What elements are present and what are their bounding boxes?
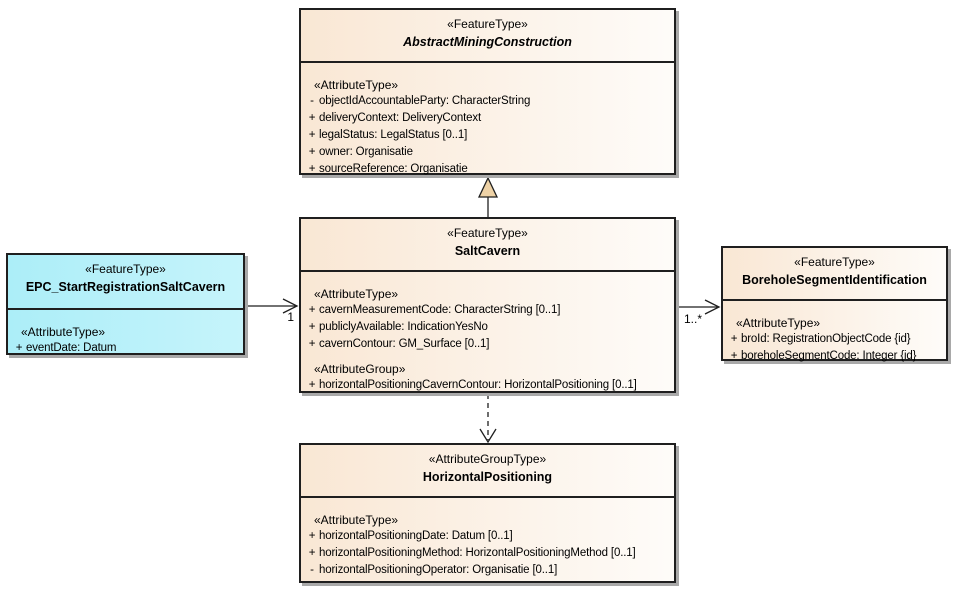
attribute-text: horizontalPositioningCavernContour: Hori…: [319, 379, 637, 391]
stereotype-label: «FeatureType»: [447, 226, 528, 240]
attribute-text: objectIdAccountableParty: CharacterStrin…: [319, 95, 531, 107]
attribute-text: sourceReference: Organisatie: [319, 163, 468, 175]
visibility: +: [308, 379, 316, 391]
class-box-epc-startregistrationsaltcavern[interactable]: «FeatureType» EPC_StartRegistrationSaltC…: [6, 253, 245, 355]
attribute-text: deliveryContext: DeliveryContext: [319, 112, 482, 124]
attribute-text: horizontalPositioningMethod: HorizontalP…: [319, 547, 636, 559]
generalization-triangle-icon: [477, 176, 499, 198]
stereotype-label: «AttributeGroupType»: [428, 452, 547, 466]
class-header: «FeatureType» AbstractMiningConstruction: [301, 10, 674, 63]
stereotype-label: «FeatureType»: [794, 255, 875, 269]
attribute-type-heading: «AttributeType»: [21, 325, 106, 339]
dependency-saltcavern-to-horizontalpositioning[interactable]: [479, 394, 497, 444]
attribute-text: legalStatus: LegalStatus [0..1]: [319, 129, 468, 141]
stereotype-label: «FeatureType»: [447, 17, 528, 31]
attribute-text: publiclyAvailable: IndicationYesNo: [319, 321, 488, 333]
class-box-saltcavern[interactable]: «FeatureType» SaltCavern «AttributeType»…: [299, 217, 676, 393]
class-header: «FeatureType» EPC_StartRegistrationSaltC…: [8, 255, 243, 310]
class-name: AbstractMiningConstruction: [403, 35, 572, 49]
attribute-type-heading: «AttributeType»: [736, 316, 821, 330]
class-header: «AttributeGroupType» HorizontalPositioni…: [301, 445, 674, 498]
open-arrowhead-icon: [704, 299, 721, 315]
attribute-row: +horizontalPositioningMethod: Horizontal…: [301, 545, 674, 562]
attribute-text: horizontalPositioningDate: Datum [0..1]: [319, 530, 513, 542]
attribute-row: +owner: Organisatie: [301, 144, 674, 161]
attribute-text: owner: Organisatie: [319, 146, 413, 158]
attributes-compartment: «AttributeType» +broId: RegistrationObje…: [723, 301, 946, 365]
visibility: +: [308, 146, 316, 158]
class-header: «FeatureType» BoreholeSegmentIdentificat…: [723, 248, 946, 301]
visibility: +: [308, 530, 316, 542]
visibility: +: [15, 342, 23, 354]
attribute-text: cavernMeasurementCode: CharacterString […: [319, 304, 561, 316]
attribute-text: horizontalPositioningOperator: Organisat…: [319, 564, 558, 576]
attributes-compartment: «AttributeType» -objectIdAccountablePart…: [301, 63, 674, 178]
attribute-row: +cavernContour: GM_Surface [0..1]: [301, 336, 674, 353]
multiplicity-label-borehole-target: 1..*: [684, 312, 703, 326]
visibility: +: [308, 338, 316, 350]
attribute-row: +publiclyAvailable: IndicationYesNo: [301, 319, 674, 336]
class-box-boreholesegmentidentification[interactable]: «FeatureType» BoreholeSegmentIdentificat…: [721, 246, 948, 362]
attribute-text: eventDate: Datum: [26, 342, 117, 354]
attribute-row: +deliveryContext: DeliveryContext: [301, 110, 674, 127]
attribute-text: boreholeSegmentCode: Integer {id}: [741, 350, 917, 362]
multiplicity-label-epc-target: 1: [287, 310, 294, 324]
visibility: -: [310, 564, 314, 576]
visibility: +: [730, 350, 738, 362]
attribute-row: +broId: RegistrationObjectCode {id}: [723, 331, 946, 348]
attributes-compartment: «AttributeType» +eventDate: Datum: [8, 310, 243, 357]
visibility: +: [308, 163, 316, 175]
visibility: +: [730, 333, 738, 345]
attribute-row: -objectIdAccountableParty: CharacterStri…: [301, 93, 674, 110]
attribute-row: +cavernMeasurementCode: CharacterString …: [301, 302, 674, 319]
attribute-row: -horizontalPositioningOperator: Organisa…: [301, 562, 674, 579]
attribute-row: +legalStatus: LegalStatus [0..1]: [301, 127, 674, 144]
attribute-row: +sourceReference: Organisatie: [301, 161, 674, 178]
attribute-text: broId: RegistrationObjectCode {id}: [741, 333, 911, 345]
class-name: SaltCavern: [454, 244, 521, 258]
visibility: +: [308, 112, 316, 124]
attribute-row: +eventDate: Datum: [8, 340, 243, 357]
attribute-text: cavernContour: GM_Surface [0..1]: [319, 338, 490, 350]
attribute-group-heading: «AttributeGroup»: [314, 362, 406, 376]
open-arrowhead-icon: [479, 428, 497, 444]
visibility: +: [308, 129, 316, 141]
class-box-horizontalpositioning[interactable]: «AttributeGroupType» HorizontalPositioni…: [299, 443, 676, 583]
class-header: «FeatureType» SaltCavern: [301, 219, 674, 272]
visibility: -: [310, 95, 314, 107]
attributes-compartment: «AttributeType» +horizontalPositioningDa…: [301, 498, 674, 579]
generalization-saltcavern-to-abstractminingconstruction[interactable]: [477, 176, 499, 218]
attribute-row: +boreholeSegmentCode: Integer {id}: [723, 348, 946, 365]
visibility: +: [308, 321, 316, 333]
attribute-type-heading: «AttributeType»: [314, 287, 399, 301]
attribute-type-heading: «AttributeType»: [314, 513, 399, 527]
class-name: HorizontalPositioning: [422, 470, 553, 484]
attribute-row: +horizontalPositioningCavernContour: Hor…: [301, 377, 674, 394]
attributes-compartment: «AttributeType» +cavernMeasurementCode: …: [301, 272, 674, 394]
visibility: +: [308, 304, 316, 316]
stereotype-label: «FeatureType»: [85, 262, 166, 276]
visibility: +: [308, 547, 316, 559]
attribute-type-heading: «AttributeType»: [314, 78, 399, 92]
class-name: EPC_StartRegistrationSaltCavern: [25, 280, 226, 294]
class-box-abstractminingconstruction[interactable]: «FeatureType» AbstractMiningConstruction…: [299, 8, 676, 175]
class-name: BoreholeSegmentIdentification: [742, 273, 927, 287]
attribute-row: +horizontalPositioningDate: Datum [0..1]: [301, 528, 674, 545]
